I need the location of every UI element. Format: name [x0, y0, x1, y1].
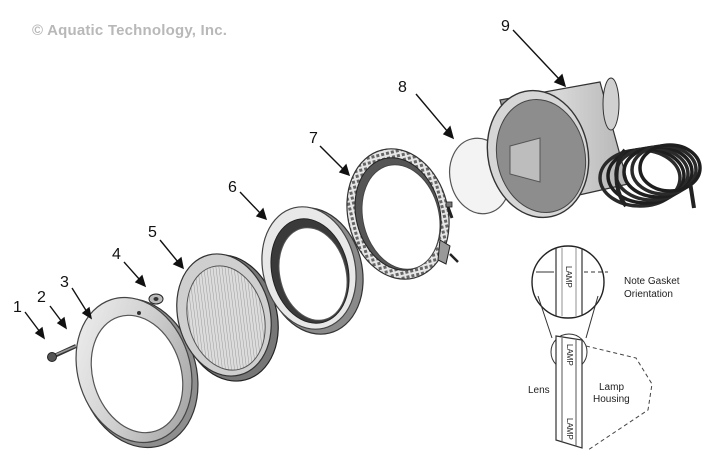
callout-9: 9	[501, 18, 510, 35]
callout-3: 3	[60, 274, 69, 291]
part-1-screw	[47, 344, 77, 362]
callout-7: 7	[309, 130, 318, 147]
lamp-housing-label-2: Housing	[593, 394, 630, 405]
part-7-clamp-band	[346, 148, 459, 280]
callout-arrows	[24, 29, 567, 340]
power-cord-coil	[598, 143, 702, 209]
copyright-notice: © Aquatic Technology, Inc.	[32, 22, 228, 39]
lamp-housing-label-1: Lamp	[599, 382, 624, 393]
note-line-2: Orientation	[624, 289, 673, 300]
part-9-lamp-housing	[486, 77, 629, 219]
part-5-lens	[176, 253, 279, 382]
callout-1: 1	[13, 299, 22, 316]
part-6-gasket	[261, 206, 364, 335]
callout-4: 4	[112, 246, 121, 263]
gasket-label-upper: LAMP	[565, 344, 574, 366]
part-3-face-ring	[75, 296, 199, 449]
gasket-label-lower: LAMP	[565, 418, 574, 440]
callout-8: 8	[398, 79, 407, 96]
gasket-orientation-detail: LAMP LAMP LAMP Note Gasket Orientation L…	[528, 245, 680, 451]
callout-6: 6	[228, 179, 237, 196]
gasket-label-magnified: LAMP	[564, 266, 573, 288]
callout-2: 2	[37, 289, 46, 306]
callout-5: 5	[148, 224, 157, 241]
part-4-washer	[148, 293, 164, 305]
note-line-1: Note Gasket	[624, 276, 680, 287]
lens-label: Lens	[528, 385, 550, 396]
